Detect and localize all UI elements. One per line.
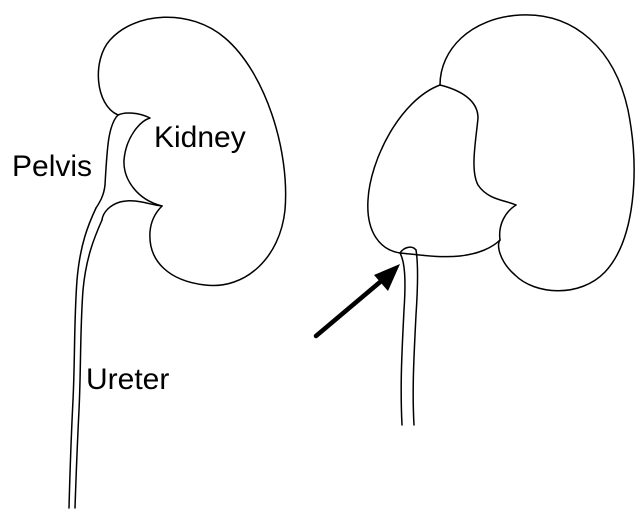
ureter-label: Ureter xyxy=(86,363,169,396)
right-ureter-wall-outer xyxy=(400,253,405,425)
right-ureter-wall-inner xyxy=(413,250,417,425)
pelvis-label: Pelvis xyxy=(12,150,92,183)
arrow-shaft xyxy=(316,277,386,336)
dilated-pelvis xyxy=(368,85,500,257)
pelvic-ureteric-junction xyxy=(400,247,416,253)
right-kidney-lower-lobe xyxy=(500,205,516,240)
kidney-label: Kidney xyxy=(154,121,246,154)
left-ureter-wall-outer xyxy=(69,208,96,508)
right-kidney-upper-lobe xyxy=(440,85,516,205)
obstruction-arrow xyxy=(316,264,400,336)
renal-pelvis xyxy=(96,115,118,208)
arrow-head xyxy=(374,264,400,291)
right-kidney-outline xyxy=(440,15,634,291)
obstructed-kidney xyxy=(368,15,634,425)
normal-kidney xyxy=(69,17,286,508)
